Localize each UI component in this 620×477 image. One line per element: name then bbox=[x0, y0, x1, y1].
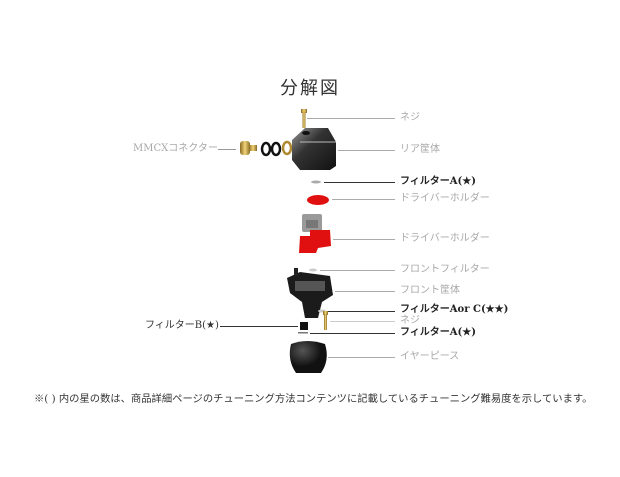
rear-housing-part bbox=[292, 128, 336, 170]
label-ear-tip: イヤーピース bbox=[400, 351, 460, 362]
label-screw-top: ネジ bbox=[400, 112, 420, 123]
label-filter-b: フィルターB(★) bbox=[145, 320, 219, 331]
label-driver-holder-1: ドライバーホルダー bbox=[400, 193, 490, 204]
front-housing-part bbox=[287, 268, 333, 318]
diagram-title: 分解図 bbox=[280, 78, 340, 99]
label-front-filter: フロントフィルター bbox=[400, 264, 490, 275]
filter-a-top-part bbox=[311, 180, 321, 184]
footnote: ※( ) 内の星の数は、商品詳細ページのチューニング方法コンテンツに記載している… bbox=[34, 393, 593, 405]
front-filter-part bbox=[309, 268, 317, 272]
label-filter-a-top: フィルターA(★) bbox=[400, 176, 476, 187]
label-filter-a-or-c: フィルターAor C(★★) bbox=[400, 304, 509, 315]
filter-a-bottom-part bbox=[298, 332, 308, 334]
screw-top-part bbox=[301, 109, 307, 128]
driver-holder-1-part bbox=[307, 195, 329, 205]
driver-holder-2-part bbox=[299, 214, 331, 253]
label-driver-holder-2: ドライバーホルダー bbox=[400, 233, 490, 244]
screw-bottom-part bbox=[323, 311, 328, 330]
filter-b-part bbox=[300, 322, 308, 330]
label-filter-a-bottom: フィルターA(★) bbox=[400, 327, 476, 338]
label-mmcx-connector: MMCXコネクター bbox=[133, 143, 218, 154]
ear-tip-part bbox=[289, 341, 327, 373]
label-rear-housing: リア筐体 bbox=[400, 144, 440, 155]
label-screw-bottom: ネジ bbox=[400, 315, 420, 326]
label-front-housing: フロント筐体 bbox=[400, 285, 460, 296]
mmcx-connector-part bbox=[240, 140, 293, 157]
